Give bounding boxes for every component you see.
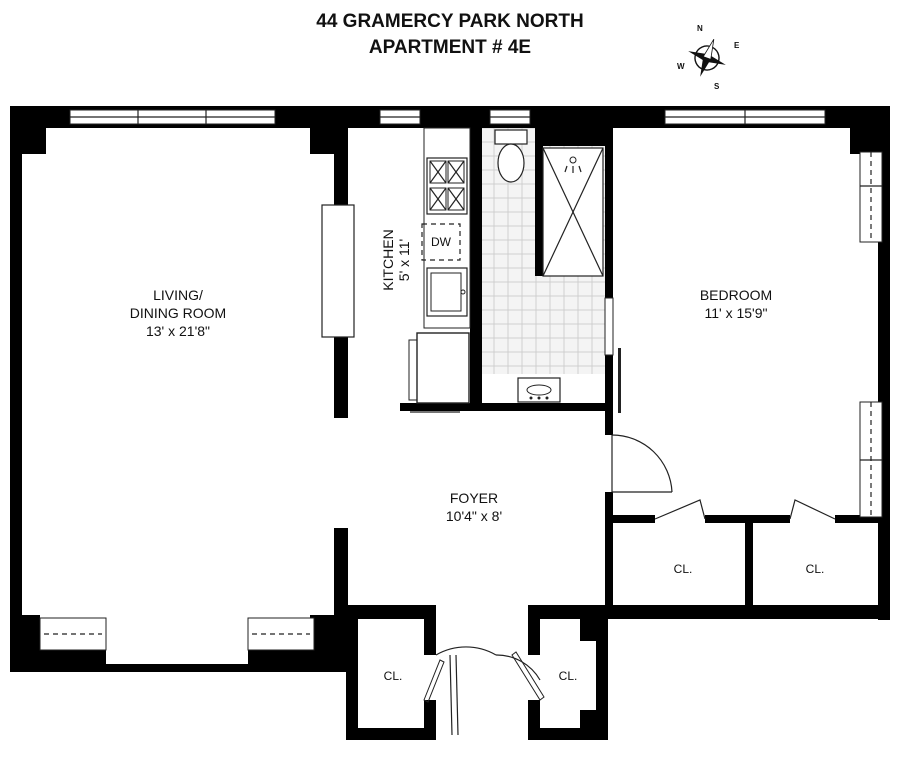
stove-icon [426, 157, 468, 215]
room-bedroom: BEDROOM 11' x 15'9" [700, 287, 772, 321]
kitchen-label: KITCHEN [380, 229, 396, 290]
shower-icon [542, 147, 604, 277]
windows [39, 109, 883, 651]
living-size: 13' x 21'8" [146, 323, 210, 339]
dishwasher-label: DW [431, 235, 452, 249]
compass-s: S [714, 82, 720, 91]
plan-title-address: 44 GRAMERCY PARK NORTH [316, 11, 583, 32]
kitchen-fixtures: DW [321, 127, 471, 404]
foyer-size: 10'4" x 8' [446, 508, 502, 524]
refrigerator-icon [408, 332, 470, 404]
living-label-2: DINING ROOM [130, 305, 226, 321]
closet-label-foyer-right: CL. [559, 669, 578, 683]
bedroom-label: BEDROOM [700, 287, 772, 303]
foyer-label: FOYER [450, 490, 498, 506]
living-label-1: LIVING/ [153, 287, 203, 303]
plan-title-unit: APARTMENT # 4E [369, 37, 531, 58]
room-foyer: FOYER 10'4" x 8' [446, 490, 502, 524]
doors [410, 348, 836, 736]
compass-e: E [734, 41, 740, 50]
sink-icon [426, 267, 468, 317]
bedroom-size: 11' x 15'9" [705, 305, 768, 321]
closet-label-bedroom-left: CL. [674, 562, 693, 576]
closet-label-bedroom-right: CL. [806, 562, 825, 576]
dishwasher [421, 223, 461, 261]
room-kitchen: KITCHEN 5' x 11' [380, 229, 412, 290]
closet-label-foyer-left: CL. [384, 669, 403, 683]
compass-n: N [697, 24, 703, 33]
kitchen-size: 5' x 11' [396, 239, 412, 281]
room-living: LIVING/ DINING ROOM 13' x 21'8" [130, 287, 226, 339]
bathroom-fixtures [494, 129, 614, 403]
compass-icon [688, 38, 726, 77]
toilet-icon [494, 129, 528, 183]
compass-w: W [677, 62, 685, 71]
bathroom-sink-icon [517, 377, 561, 403]
